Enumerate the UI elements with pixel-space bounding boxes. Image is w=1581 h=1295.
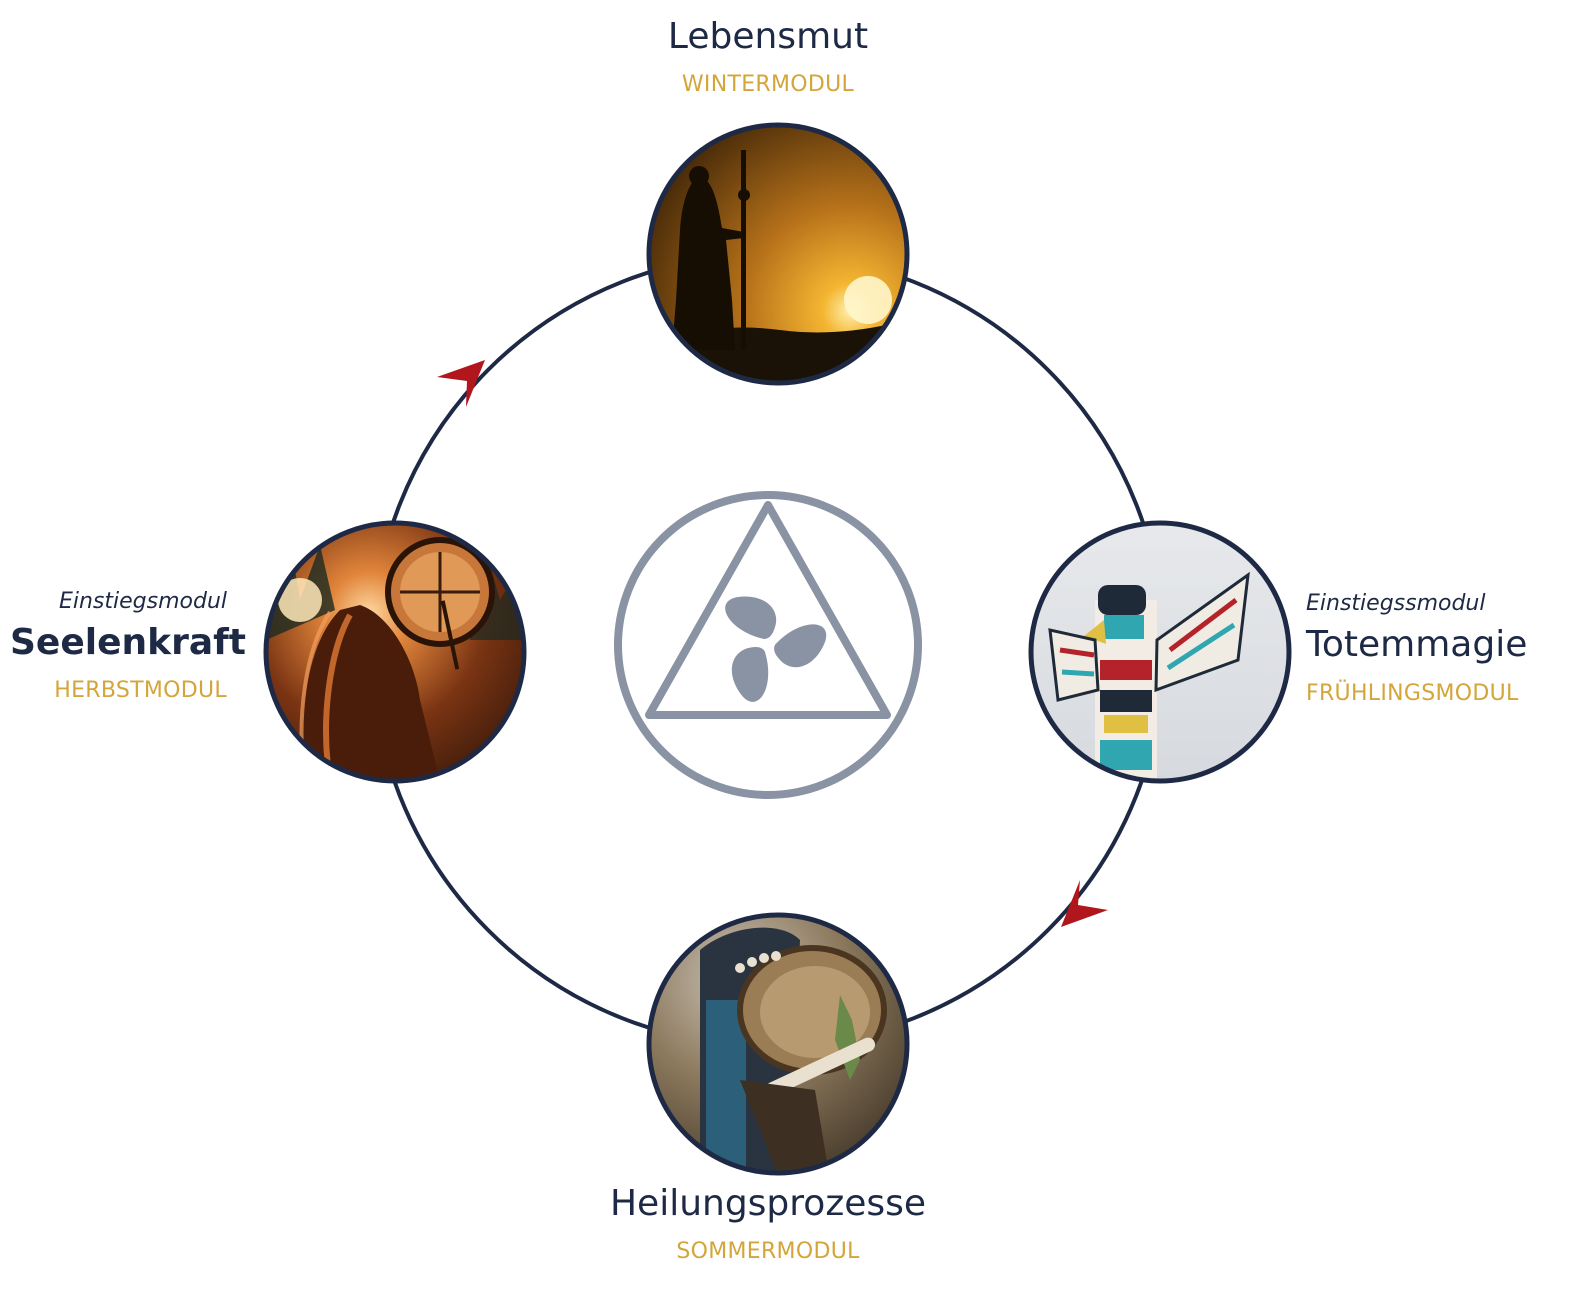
- image-spring-totem-pole: [1028, 520, 1292, 784]
- image-autumn-frame-drum: [263, 520, 527, 784]
- winter-title: Lebensmut: [667, 16, 869, 57]
- direction-arrow-right: [1061, 880, 1108, 927]
- summer-title: Heilungsprozesse: [609, 1183, 927, 1224]
- summer-module-label: SOMMERMODUL: [676, 1239, 860, 1264]
- direction-arrow-left: [437, 360, 485, 407]
- spring-kicker: Einstiegssmodul: [1306, 591, 1486, 616]
- triskele-in-triangle-in-circle-icon: [614, 491, 922, 799]
- image-summer-shaman-costume: [646, 912, 910, 1176]
- winter-module-label: WINTERMODUL: [681, 72, 855, 97]
- spring-module-label: FRÜHLINGSMODUL: [1306, 681, 1519, 706]
- image-winter-silhouette: [646, 122, 910, 386]
- autumn-module-label: HERBSTMODUL: [54, 678, 227, 703]
- spring-title: Totemmagie: [1306, 624, 1528, 665]
- autumn-title: Seelenkraft: [10, 622, 247, 663]
- autumn-kicker: Einstiegsmodul: [58, 589, 227, 614]
